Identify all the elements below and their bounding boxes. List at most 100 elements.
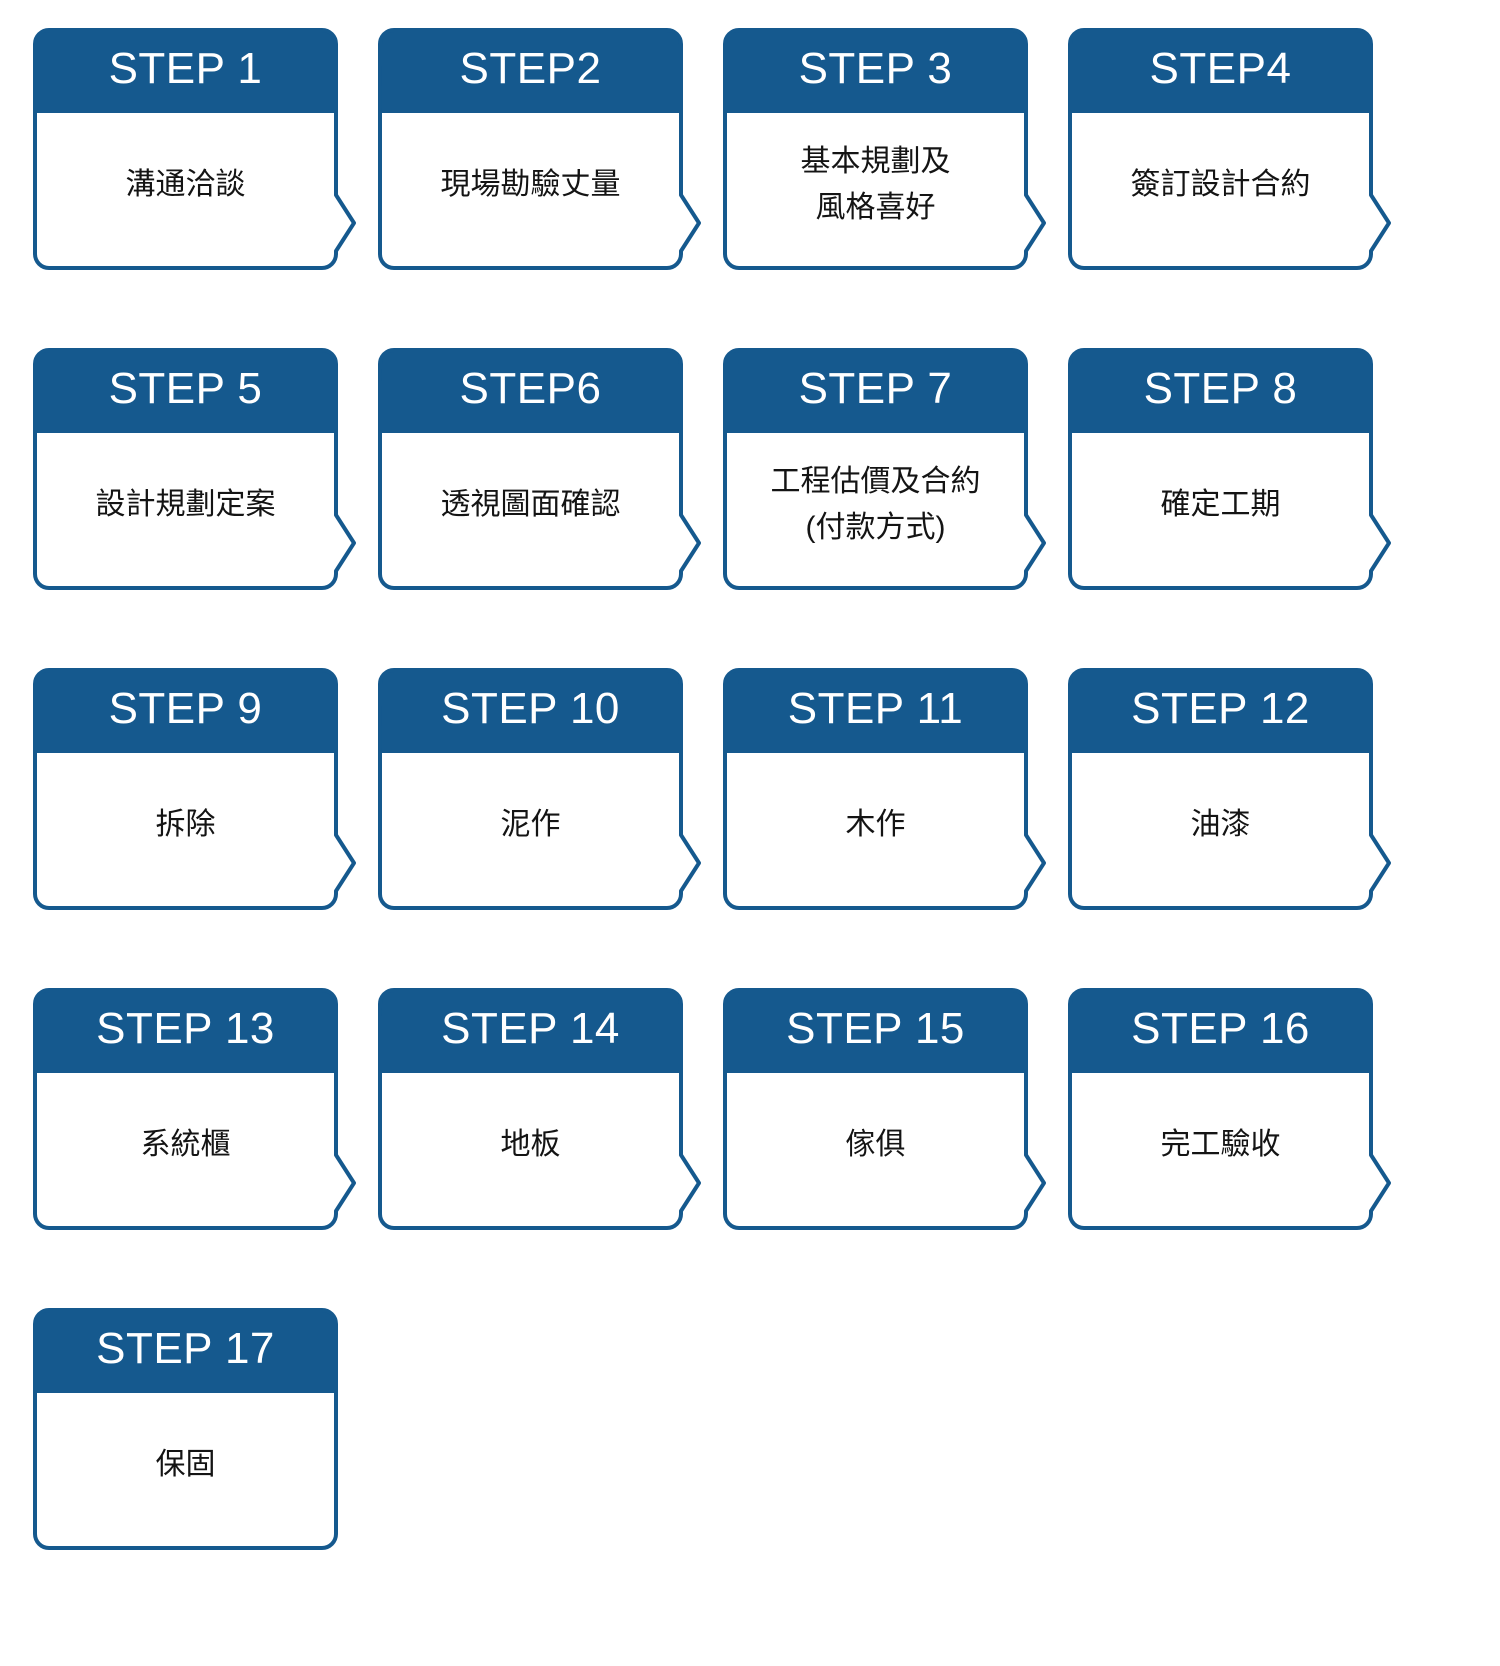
step-description: 油漆 [1190,807,1251,841]
step-card-content: STEP 5 設計規劃定案 [33,348,338,590]
step-description: 確定工期 [1160,487,1281,521]
step-header: STEP 14 [378,988,683,1073]
step-card-shape [723,28,1046,270]
step-outline-with-chevron-right-icon [1068,28,1391,270]
step-card-11[interactable]: STEP 11 木作 [723,668,1046,910]
step-body: 設計規劃定案 [33,433,338,590]
step-outline-with-chevron-right-icon [723,668,1046,910]
step-card-10[interactable]: STEP 10 泥作 [378,668,701,910]
step-number-label: STEP 17 [96,1323,275,1373]
step-card-shape [723,668,1046,910]
step-header-band [725,30,1026,113]
step-card-shape [33,988,356,1230]
step-card-shape [378,348,701,590]
step-description: 溝通洽談 [125,167,246,201]
step-header-band [35,670,336,753]
step-outline-with-chevron-right-icon [723,28,1046,270]
step-number-label: STEP 1 [108,43,263,93]
step-description: 設計規劃定案 [95,487,276,521]
step-number-label: STEP4 [1149,43,1292,93]
step-header-band [35,350,336,433]
step-header-band [35,990,336,1073]
step-body: 傢俱 [723,1073,1028,1230]
step-body: 確定工期 [1068,433,1373,590]
step-card-content: STEP 11 木作 [723,668,1028,910]
step-outline-with-chevron-right-icon [723,988,1046,1230]
step-card-shape [33,668,356,910]
step-header-band [725,990,1026,1073]
step-number-label: STEP 13 [96,1003,275,1053]
step-outline-with-chevron-right-icon [723,348,1046,590]
step-description: 泥作 [500,807,561,841]
step-card-content: STEP 16 完工驗收 [1068,988,1373,1230]
step-header-band [380,350,681,433]
step-header-band [1070,990,1371,1073]
step-card-15[interactable]: STEP 15 傢俱 [723,988,1046,1230]
step-card-6[interactable]: STEP6 透視圖面確認 [378,348,701,590]
step-card-content: STEP 12 油漆 [1068,668,1373,910]
step-header: STEP 11 [723,668,1028,753]
step-card-shape [723,988,1046,1230]
step-outline-with-chevron-right-icon [378,668,701,910]
step-card-3[interactable]: STEP 3 基本規劃及 風格喜好 [723,28,1046,270]
step-card-12[interactable]: STEP 12 油漆 [1068,668,1391,910]
step-outline-with-chevron-right-icon [33,988,356,1230]
step-number-label: STEP 11 [787,683,964,733]
process-row-2: STEP 5 設計規劃定案 STEP6 透視圖面確認 STEP 7 工程估價及合約 (付款… [33,348,1500,590]
step-card-16[interactable]: STEP 16 完工驗收 [1068,988,1391,1230]
step-description: 保固 [155,1447,216,1481]
step-number-label: STEP 3 [798,43,953,93]
step-header: STEP4 [1068,28,1373,113]
step-body: 現場勘驗丈量 [378,113,683,270]
step-card-8[interactable]: STEP 8 確定工期 [1068,348,1391,590]
step-outline-with-chevron-right-icon [33,668,356,910]
step-body: 泥作 [378,753,683,910]
step-header-band [35,1310,336,1393]
step-header: STEP6 [378,348,683,433]
step-header: STEP 9 [33,668,338,753]
step-body: 完工驗收 [1068,1073,1373,1230]
step-header: STEP 3 [723,28,1028,113]
step-description: 工程估價及合約 (付款方式) [770,464,981,544]
step-card-content: STEP6 透視圖面確認 [378,348,683,590]
step-card-1[interactable]: STEP 1 溝通洽談 [33,28,356,270]
step-description: 木作 [845,807,906,841]
step-header: STEP 5 [33,348,338,433]
step-header: STEP 12 [1068,668,1373,753]
step-header-band [380,30,681,113]
step-header: STEP 16 [1068,988,1373,1073]
step-header-band [1070,670,1371,753]
step-card-17[interactable]: STEP 17 保固 [33,1308,338,1550]
step-header-band [1070,30,1371,113]
step-body: 基本規劃及 風格喜好 [723,113,1028,270]
step-number-label: STEP 9 [108,683,263,733]
step-card-shape [378,988,701,1230]
step-header: STEP 7 [723,348,1028,433]
step-header: STEP 10 [378,668,683,753]
step-body: 保固 [33,1393,338,1550]
step-card-shape [1068,348,1391,590]
step-card-content: STEP 17 保固 [33,1308,338,1550]
step-header-band [380,990,681,1073]
step-description: 透視圖面確認 [440,487,621,521]
step-card-shape [378,28,701,270]
step-number-label: STEP 8 [1143,363,1298,413]
step-header-band [35,30,336,113]
step-card-7[interactable]: STEP 7 工程估價及合約 (付款方式) [723,348,1046,590]
step-header: STEP 17 [33,1308,338,1393]
step-outline-with-chevron-right-icon [378,988,701,1230]
process-row-5: STEP 17 保固 [33,1308,1500,1550]
step-card-shape [378,668,701,910]
step-description: 完工驗收 [1160,1127,1281,1161]
step-number-label: STEP 15 [786,1003,965,1053]
step-card-5[interactable]: STEP 5 設計規劃定案 [33,348,356,590]
